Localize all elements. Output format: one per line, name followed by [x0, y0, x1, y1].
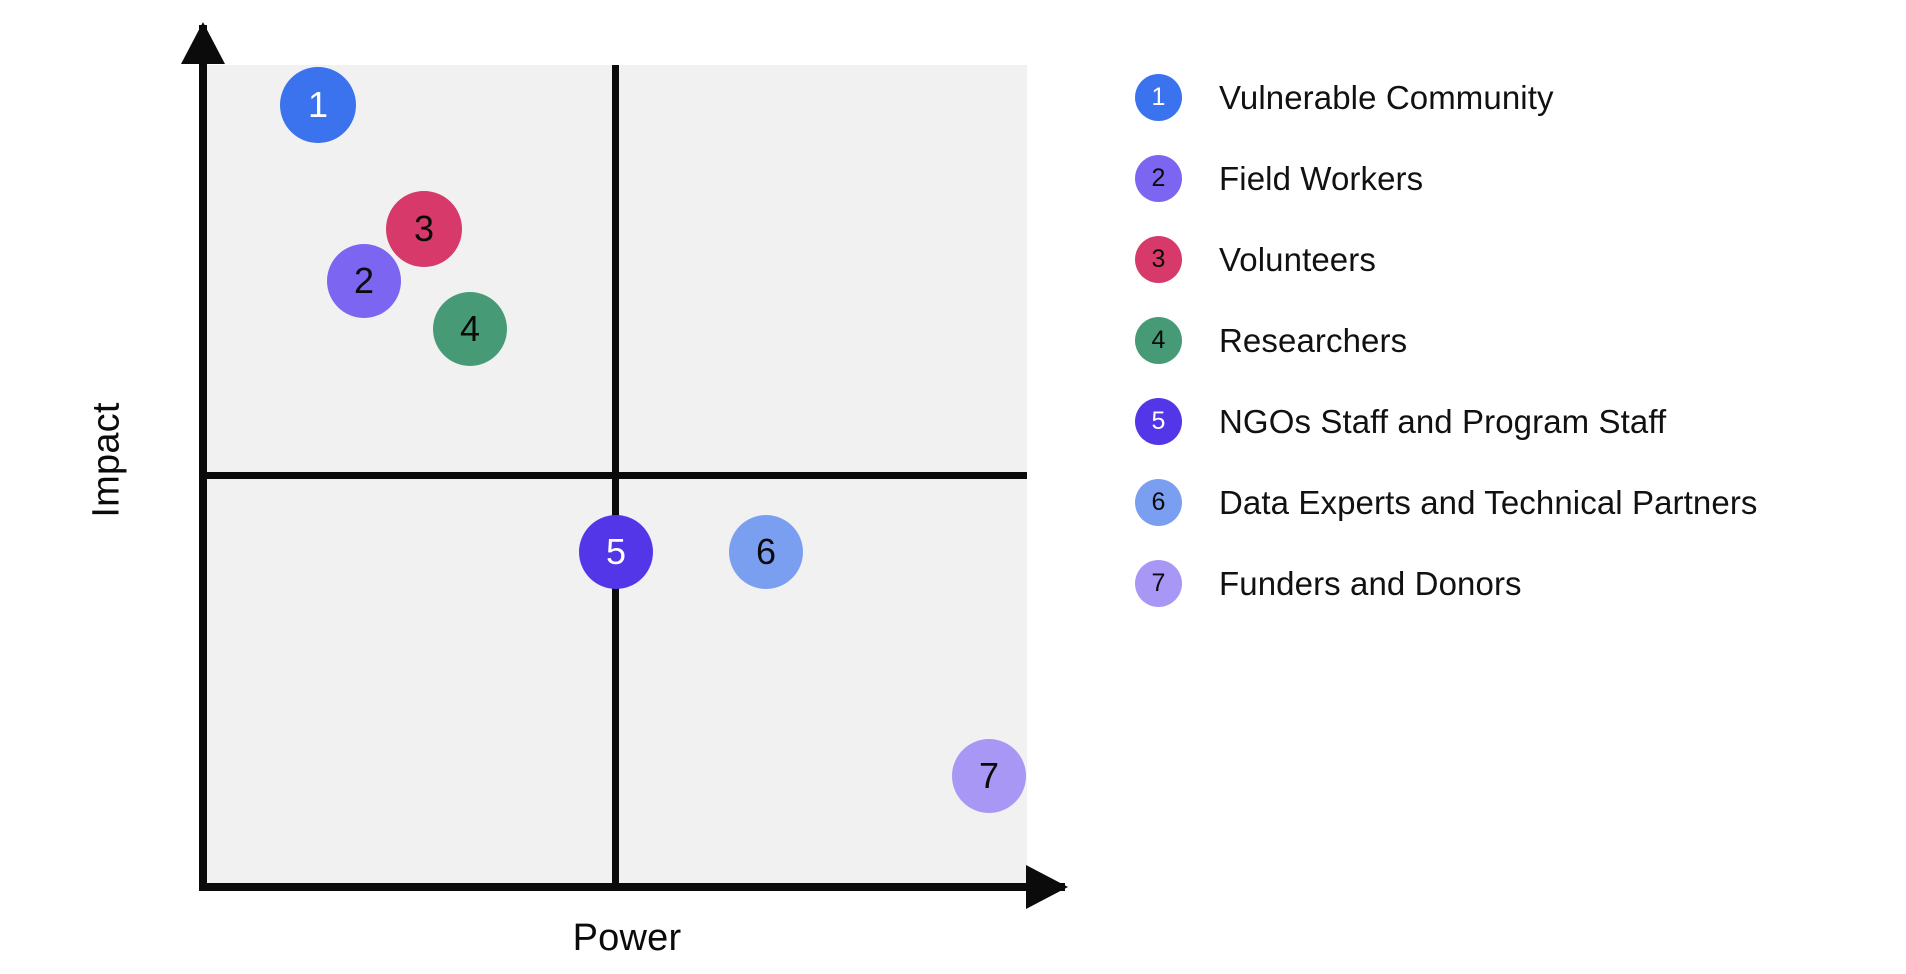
legend-item-2[interactable]: 2 Field Workers	[1135, 138, 1875, 219]
legend-label-6: Data Experts and Technical Partners	[1219, 483, 1758, 521]
legend-label-2: Field Workers	[1219, 159, 1424, 197]
x-axis-label: Power	[572, 917, 682, 959]
legend-marker-6: 6	[1135, 479, 1182, 526]
y-axis-arrow-icon	[181, 22, 225, 64]
x-axis-line	[199, 883, 1065, 891]
legend-item-1[interactable]: 1 Vulnerable Community	[1135, 57, 1875, 138]
legend-marker-3: 3	[1135, 236, 1182, 283]
legend: 1 Vulnerable Community 2 Field Workers 3 Volu…	[1135, 57, 1875, 624]
legend-marker-1: 1	[1135, 74, 1182, 121]
legend-item-3[interactable]: 3 Volunteers	[1135, 219, 1875, 300]
legend-label-1: Vulnerable Community	[1219, 78, 1554, 116]
bubble-5[interactable]: 5	[579, 515, 653, 589]
bubble-6[interactable]: 6	[729, 515, 803, 589]
bubble-4[interactable]: 4	[433, 292, 507, 366]
legend-item-6[interactable]: 6 Data Experts and Technical Partners	[1135, 462, 1875, 543]
legend-label-4: Researchers	[1219, 321, 1408, 359]
bubble-7[interactable]: 7	[952, 739, 1026, 813]
legend-marker-5: 5	[1135, 398, 1182, 445]
legend-label-3: Volunteers	[1219, 240, 1376, 278]
bubble-2[interactable]: 2	[327, 244, 401, 318]
legend-label-7: Funders and Donors	[1219, 564, 1522, 602]
y-axis-line	[199, 25, 207, 891]
legend-marker-4: 4	[1135, 317, 1182, 364]
bubble-1[interactable]: 1	[280, 67, 356, 143]
bubble-3[interactable]: 3	[386, 191, 462, 267]
y-axis-label: Impact	[85, 402, 128, 518]
quadrant-divider-horizontal	[203, 472, 1027, 479]
x-axis-arrow-icon	[1026, 865, 1068, 909]
legend-marker-2: 2	[1135, 155, 1182, 202]
legend-item-5[interactable]: 5 NGOs Staff and Program Staff	[1135, 381, 1875, 462]
legend-marker-7: 7	[1135, 560, 1182, 607]
legend-item-4[interactable]: 4 Researchers	[1135, 300, 1875, 381]
legend-item-7[interactable]: 7 Funders and Donors	[1135, 543, 1875, 624]
legend-label-5: NGOs Staff and Program Staff	[1219, 402, 1667, 440]
